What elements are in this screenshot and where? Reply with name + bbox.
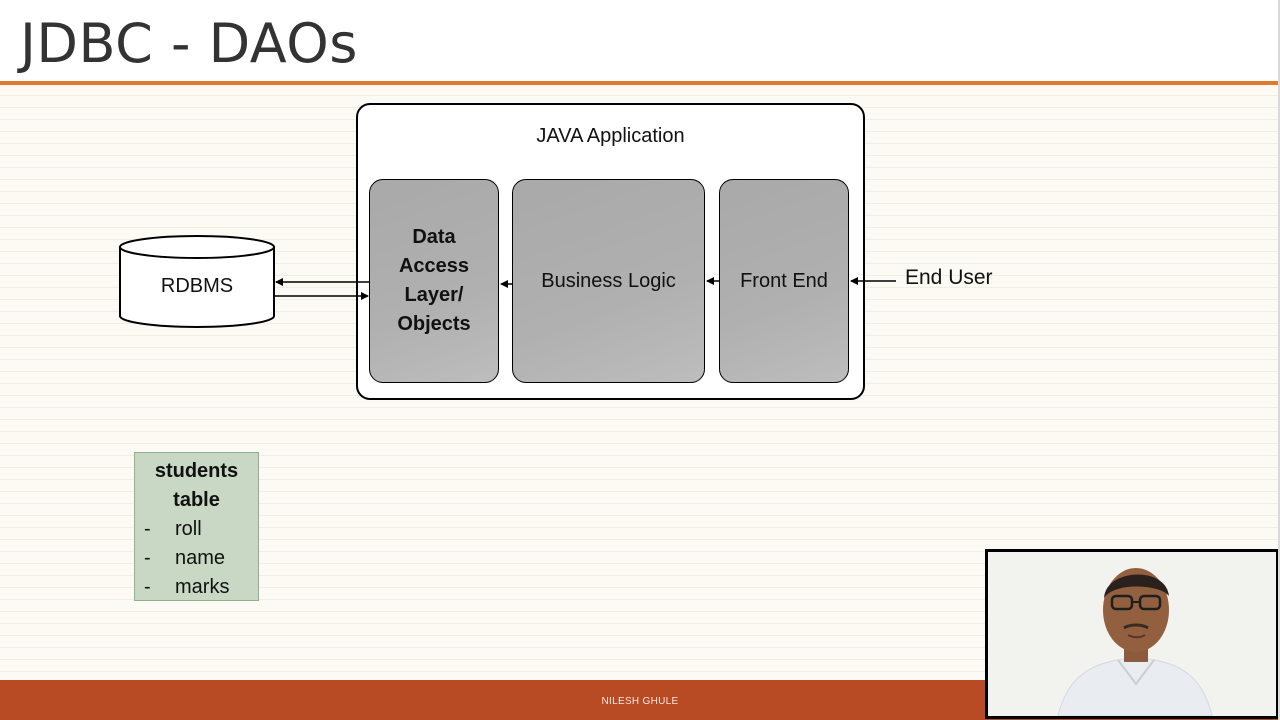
data-access-layer-box: Data Access Layer/ Objects bbox=[369, 179, 499, 383]
front-end-box: Front End bbox=[719, 179, 849, 383]
column-roll: roll bbox=[175, 518, 202, 540]
bullet-dash: - bbox=[144, 576, 151, 598]
presenter-webcam bbox=[985, 549, 1279, 719]
bullet-dash: - bbox=[144, 547, 151, 569]
students-table-title: students table bbox=[135, 457, 258, 515]
title-bar: JDBC - DAOs bbox=[0, 0, 1280, 82]
students-table-box: students table - roll - name - marks bbox=[134, 452, 259, 601]
business-logic-label: Business Logic bbox=[541, 269, 676, 292]
end-user-label: End User bbox=[905, 266, 993, 289]
column-name: name bbox=[175, 547, 226, 569]
students-title-line-1: students bbox=[154, 460, 239, 482]
dal-line-2: Access bbox=[398, 255, 470, 277]
rdbms-database-icon bbox=[119, 235, 275, 328]
business-logic-box: Business Logic bbox=[512, 179, 705, 383]
slide-title: JDBC - DAOs bbox=[20, 12, 358, 75]
title-underline bbox=[0, 81, 1280, 85]
right-edge-line bbox=[1278, 0, 1280, 720]
list-item: - marks bbox=[135, 573, 258, 602]
column-marks: marks bbox=[175, 576, 230, 598]
bullet-dash: - bbox=[144, 518, 151, 540]
list-item: - name bbox=[135, 544, 258, 573]
presenter-video-icon bbox=[988, 552, 1276, 716]
list-item: - roll bbox=[135, 515, 258, 544]
dal-line-3: Layer/ bbox=[404, 284, 464, 306]
rdbms-label: RDBMS bbox=[160, 275, 234, 297]
dal-line-4: Objects bbox=[397, 313, 471, 335]
dal-line-1: Data bbox=[412, 226, 456, 248]
front-end-label: Front End bbox=[740, 269, 828, 292]
java-application-label: JAVA Application bbox=[536, 125, 685, 147]
students-title-line-2: table bbox=[173, 489, 220, 511]
footer-author: NILESH GHULE bbox=[601, 696, 679, 707]
